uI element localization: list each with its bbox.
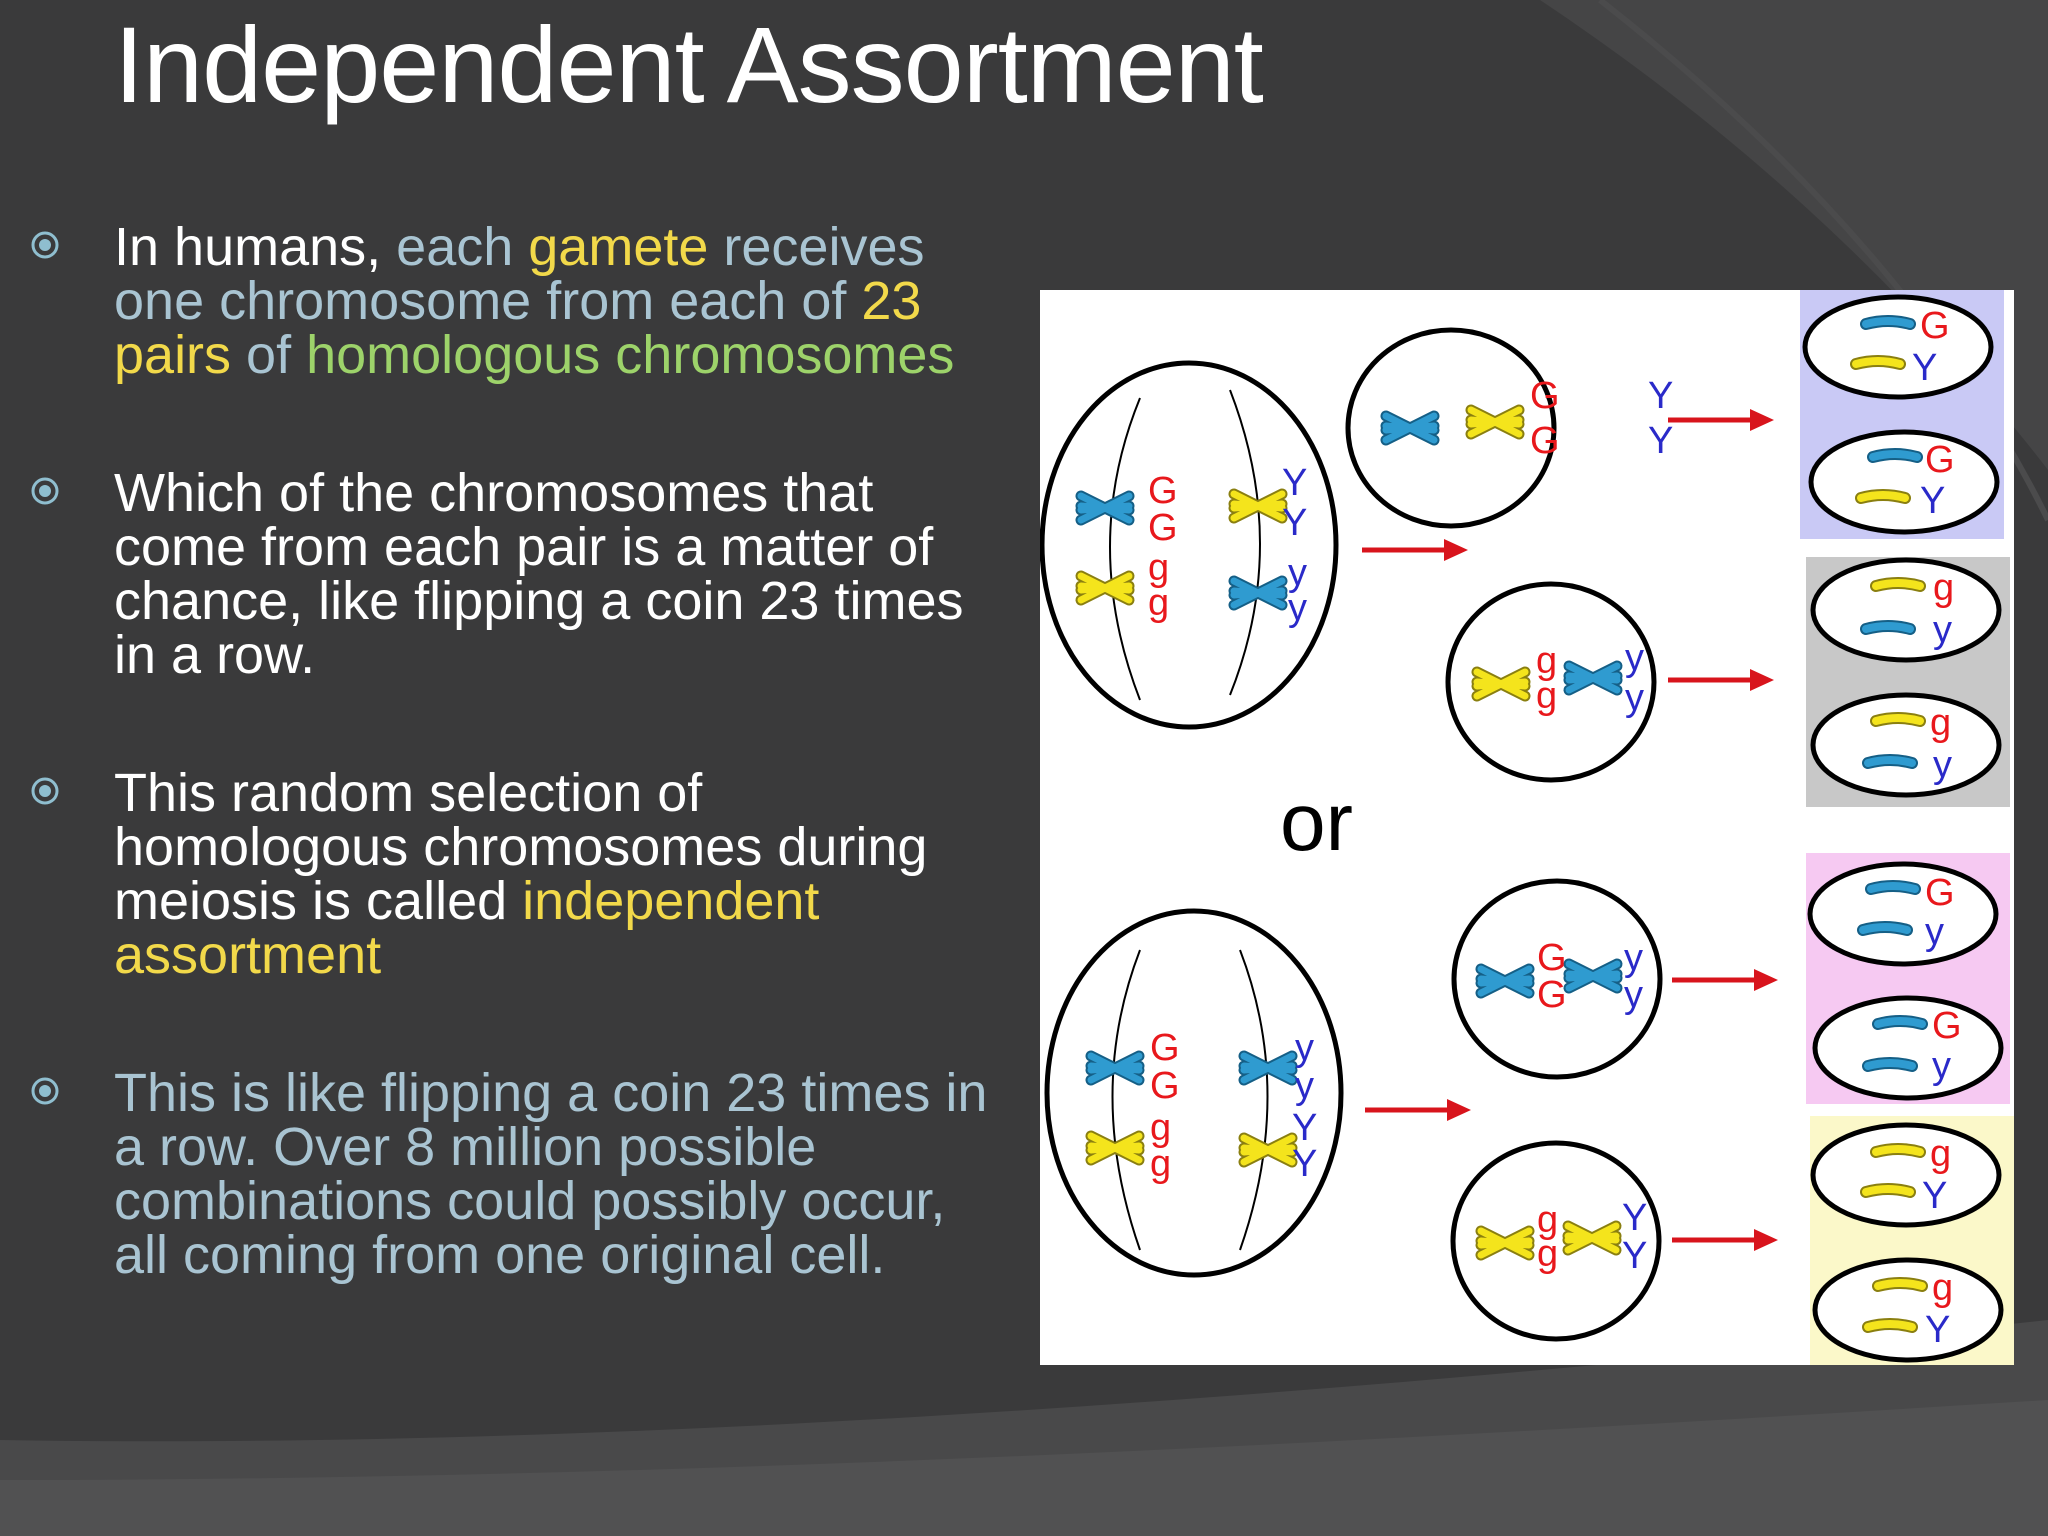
arrow-icon (1668, 669, 1774, 691)
allele-label: Y (1648, 420, 1673, 462)
bullet-text: This is like flipping a coin 23 times in… (114, 1063, 987, 1285)
allele-label: G (1530, 375, 1560, 417)
allele-label: Y (1648, 375, 1673, 417)
gamete-group: g y g y (1806, 557, 2010, 807)
gamete-group: G y G y (1806, 853, 2010, 1104)
allele-label: g (1930, 1133, 1951, 1175)
slide-title: Independent Assortment (114, 4, 1264, 125)
bullet-circle-icon (31, 777, 59, 805)
allele-label: G (1925, 439, 1955, 481)
bullet-text: In humans, each gamete receives one chro… (114, 217, 954, 385)
allele-label: Y (1622, 1235, 1647, 1277)
allele-label: Y (1292, 1143, 1317, 1185)
allele-label: y (1925, 911, 1944, 953)
allele-label: y (1295, 1027, 1314, 1069)
text-segment: homologous chromosomes (306, 325, 955, 385)
text-segment: 23 pairs (114, 271, 922, 385)
gamete-group: g Y g Y (1810, 1116, 2014, 1365)
bullet-list: In humans, each gamete receives one chro… (30, 220, 1010, 1366)
arrow-icon (1362, 539, 1468, 561)
text-segment: each (396, 217, 529, 277)
daughter-cell: G G Y Y (1345, 327, 1673, 529)
allele-label: y (1933, 744, 1952, 786)
gamete-group: G Y G Y (1800, 290, 2004, 539)
daughter-cell: g g Y Y (1450, 1140, 1662, 1342)
arrow-icon (1668, 409, 1774, 431)
allele-label: y (1288, 552, 1307, 594)
bullet-text: Which of the chromosomes that come from … (114, 463, 963, 685)
allele-label: g (1537, 1199, 1558, 1241)
allele-label: y (1932, 1045, 1951, 1087)
text-segment: receives one chromosome from each of (114, 217, 925, 331)
allele-label: G (1920, 305, 1950, 347)
allele-label: Y (1292, 1107, 1317, 1149)
arrow-icon (1672, 1229, 1778, 1251)
allele-label: g (1150, 1107, 1171, 1149)
text-segment: of (231, 325, 307, 385)
allele-label: g (1148, 547, 1169, 589)
allele-label: G (1150, 1065, 1180, 1107)
bullet-item: Which of the chromosomes that come from … (30, 466, 1010, 682)
allele-label: G (1150, 1027, 1180, 1069)
allele-label: G (1537, 937, 1567, 979)
arrow-icon (1672, 969, 1778, 991)
allele-label: y (1625, 637, 1644, 679)
allele-label: G (1932, 1005, 1962, 1047)
allele-label: g (1536, 675, 1557, 717)
allele-label: Y (1622, 1197, 1647, 1239)
daughter-cell: g g y y (1445, 581, 1657, 783)
allele-label: G (1148, 507, 1178, 549)
allele-label: y (1624, 937, 1643, 979)
allele-label: g (1930, 702, 1951, 744)
text-segment: Which of the chromosomes that come from … (114, 463, 964, 685)
allele-label: G (1530, 420, 1560, 462)
bullet-circle-icon (31, 477, 59, 505)
text-segment: This is like flipping a coin 23 times in… (114, 1063, 988, 1285)
bullet-circle-icon (31, 1077, 59, 1105)
text-segment: This random selection of homologous chro… (114, 763, 928, 931)
independent-assortment-diagram: G G g g Y Y y y G G Y Y g g y y G Y (1040, 290, 2014, 1365)
allele-label: g (1150, 1143, 1171, 1185)
bullet-item: In humans, each gamete receives one chro… (30, 220, 1010, 382)
allele-label: g (1148, 582, 1169, 624)
bullet-item: This random selection of homologous chro… (30, 766, 1010, 982)
allele-label: g (1933, 567, 1954, 609)
text-segment: gamete (528, 217, 709, 277)
allele-label: g (1932, 1267, 1953, 1309)
text-segment: independent assortment (114, 871, 820, 985)
allele-label: y (1624, 974, 1643, 1016)
arrow-icon (1365, 1099, 1471, 1121)
allele-label: G (1537, 974, 1567, 1016)
parent-cell-bottom: G G g g y y Y Y (1044, 908, 1344, 1278)
allele-label: y (1288, 587, 1307, 629)
allele-label: G (1925, 872, 1955, 914)
parent-cell-top: G G g g Y Y y y (1040, 360, 1339, 730)
or-label: or (1280, 777, 1353, 868)
text-segment: In humans, (114, 217, 397, 277)
allele-label: y (1933, 609, 1952, 651)
allele-label: Y (1282, 462, 1307, 504)
bullet-item: This is like flipping a coin 23 times in… (30, 1066, 1010, 1282)
allele-label: y (1295, 1065, 1314, 1107)
allele-label: Y (1920, 480, 1945, 522)
allele-label: Y (1925, 1309, 1950, 1351)
daughter-cell: G G y y (1451, 878, 1663, 1080)
allele-label: Y (1922, 1175, 1947, 1217)
allele-label: y (1625, 677, 1644, 719)
bullet-text: This random selection of homologous chro… (114, 763, 927, 985)
allele-label: Y (1282, 502, 1307, 544)
bullet-circle-icon (31, 231, 59, 259)
allele-label: g (1536, 640, 1557, 682)
allele-label: G (1148, 470, 1178, 512)
allele-label: g (1537, 1233, 1558, 1275)
allele-label: Y (1912, 347, 1937, 389)
